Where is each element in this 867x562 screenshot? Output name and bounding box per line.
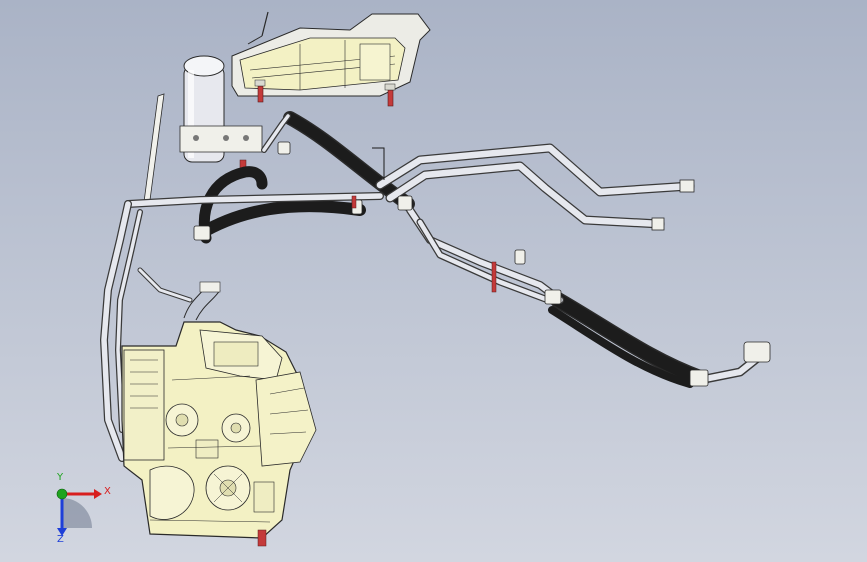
upper-bracket-assembly[interactable] <box>231 11 431 107</box>
bracket-bolt-right <box>387 89 394 107</box>
receiver-drier[interactable] <box>179 55 263 175</box>
bracket-bolt-left <box>257 85 264 103</box>
blower-outlet <box>149 465 195 520</box>
drier-bracket <box>179 125 263 153</box>
suction-hose-mid <box>194 200 366 240</box>
hvac-blend-door-module <box>255 371 317 467</box>
z-axis-label: Z <box>57 534 64 545</box>
metal-tubes[interactable] <box>100 113 765 462</box>
triad-graphic <box>56 488 102 536</box>
hvac-drain <box>257 529 267 547</box>
left-support-strap <box>143 93 165 203</box>
fittings[interactable] <box>193 141 771 387</box>
y-axis-label: Y <box>57 472 64 483</box>
hvac-housing[interactable] <box>121 281 317 547</box>
coordinate-triad: X Y Z <box>40 472 120 548</box>
x-axis-label: X <box>104 486 111 497</box>
drier-hose <box>198 166 268 244</box>
y-axis-dot <box>56 488 68 500</box>
liquid-line-upper <box>375 143 695 197</box>
